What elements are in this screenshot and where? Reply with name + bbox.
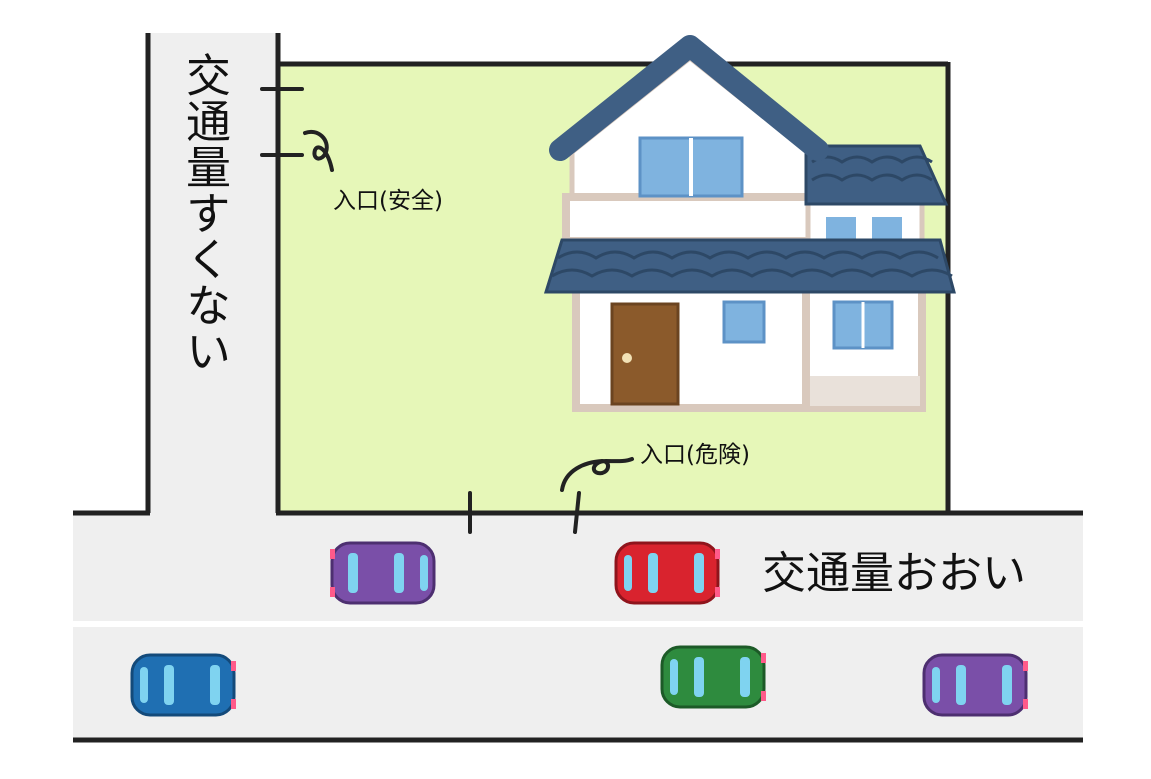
- entrance-danger-gate: [468, 457, 634, 534]
- purple-car-2: [922, 653, 1028, 717]
- middle-roof: [543, 238, 956, 294]
- lane-divider: [73, 621, 1083, 627]
- entrance-safe-label: 入口(安全): [333, 188, 443, 214]
- side-road: [148, 33, 278, 511]
- ground-window-1: [722, 300, 766, 344]
- entrance-safe-gate: [260, 87, 334, 172]
- house: [543, 35, 956, 412]
- green-car: [660, 645, 766, 709]
- front-door: [610, 302, 680, 406]
- blue-car: [130, 653, 236, 717]
- purple-car-1: [330, 541, 436, 605]
- main-road-label: 交通量おおい: [762, 548, 1026, 599]
- main-roof: [549, 35, 829, 161]
- side-road-label: 交通量すくない: [178, 52, 231, 374]
- entrance-danger-label: 入口(危険): [640, 442, 750, 468]
- red-car: [614, 541, 720, 605]
